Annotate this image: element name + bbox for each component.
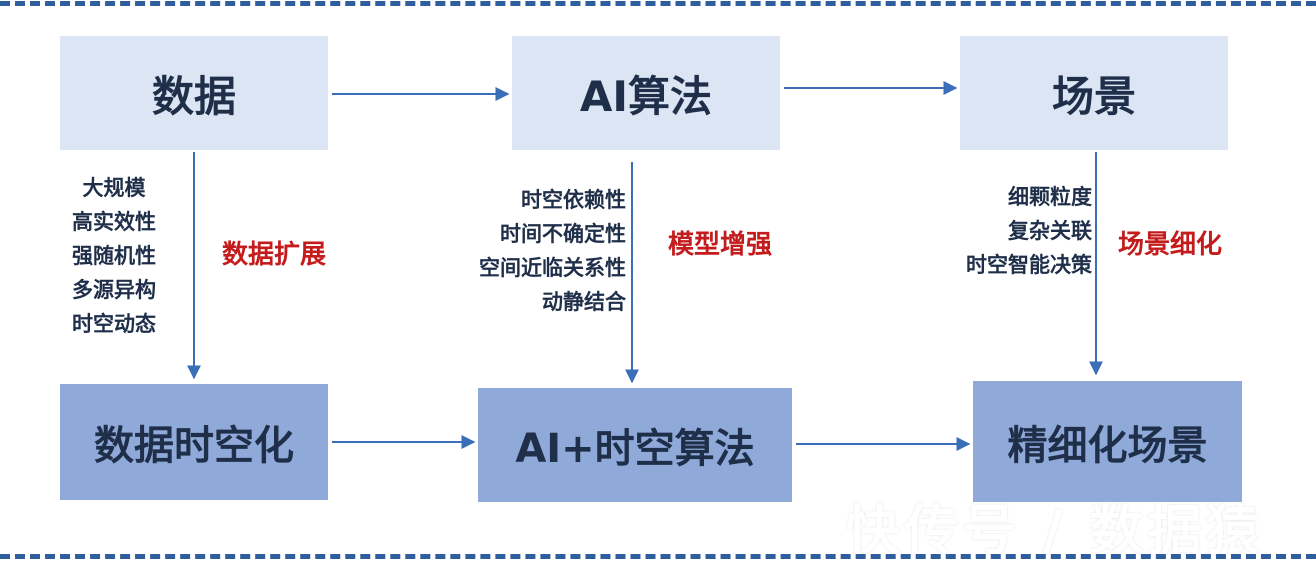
scene-feature-item: 复杂关联 bbox=[1008, 219, 1092, 243]
watermark: 快传号 / 数据猿 bbox=[846, 499, 1264, 562]
data-feature-item: 时空动态 bbox=[72, 312, 156, 336]
label-data-expand: 数据扩展 bbox=[222, 240, 327, 270]
data-feature-item: 多源异构 bbox=[72, 278, 156, 302]
scene-feature-item: 时空智能决策 bbox=[966, 253, 1092, 277]
top-dashed-border bbox=[0, 1, 1316, 6]
scene-feature-item: 细颗粒度 bbox=[1008, 185, 1092, 209]
ai-feature-item: 空间近临关系性 bbox=[479, 256, 626, 280]
box-scene: 场景 bbox=[960, 36, 1228, 150]
data-feature-item: 高实效性 bbox=[72, 210, 156, 234]
ai-feature-item: 时空依赖性 bbox=[521, 188, 626, 212]
box-ai-spatiotemporal: AI+时空算法 bbox=[478, 388, 792, 502]
data-feature-item: 大规模 bbox=[82, 176, 146, 200]
ai-feature-list: 时空依赖性 时间不确定性 空间近临关系性 动静结合 bbox=[446, 183, 626, 319]
scene-feature-list: 细颗粒度 复杂关联 时空智能决策 bbox=[940, 180, 1092, 282]
label-scene-refine: 场景细化 bbox=[1118, 230, 1223, 260]
bottom-dashed-border bbox=[0, 554, 1316, 559]
label-model-enhance: 模型增强 bbox=[668, 230, 773, 260]
ai-feature-item: 动静结合 bbox=[542, 290, 626, 314]
data-feature-list: 大规模 高实效性 强随机性 多源异构 时空动态 bbox=[54, 171, 174, 341]
ai-feature-item: 时间不确定性 bbox=[500, 222, 626, 246]
box-data-spatiotemporal: 数据时空化 bbox=[60, 384, 328, 500]
box-data: 数据 bbox=[60, 36, 328, 150]
box-ai-algorithm: AI算法 bbox=[512, 36, 780, 150]
box-fine-scene: 精细化场景 bbox=[973, 381, 1242, 502]
data-feature-item: 强随机性 bbox=[72, 244, 156, 268]
